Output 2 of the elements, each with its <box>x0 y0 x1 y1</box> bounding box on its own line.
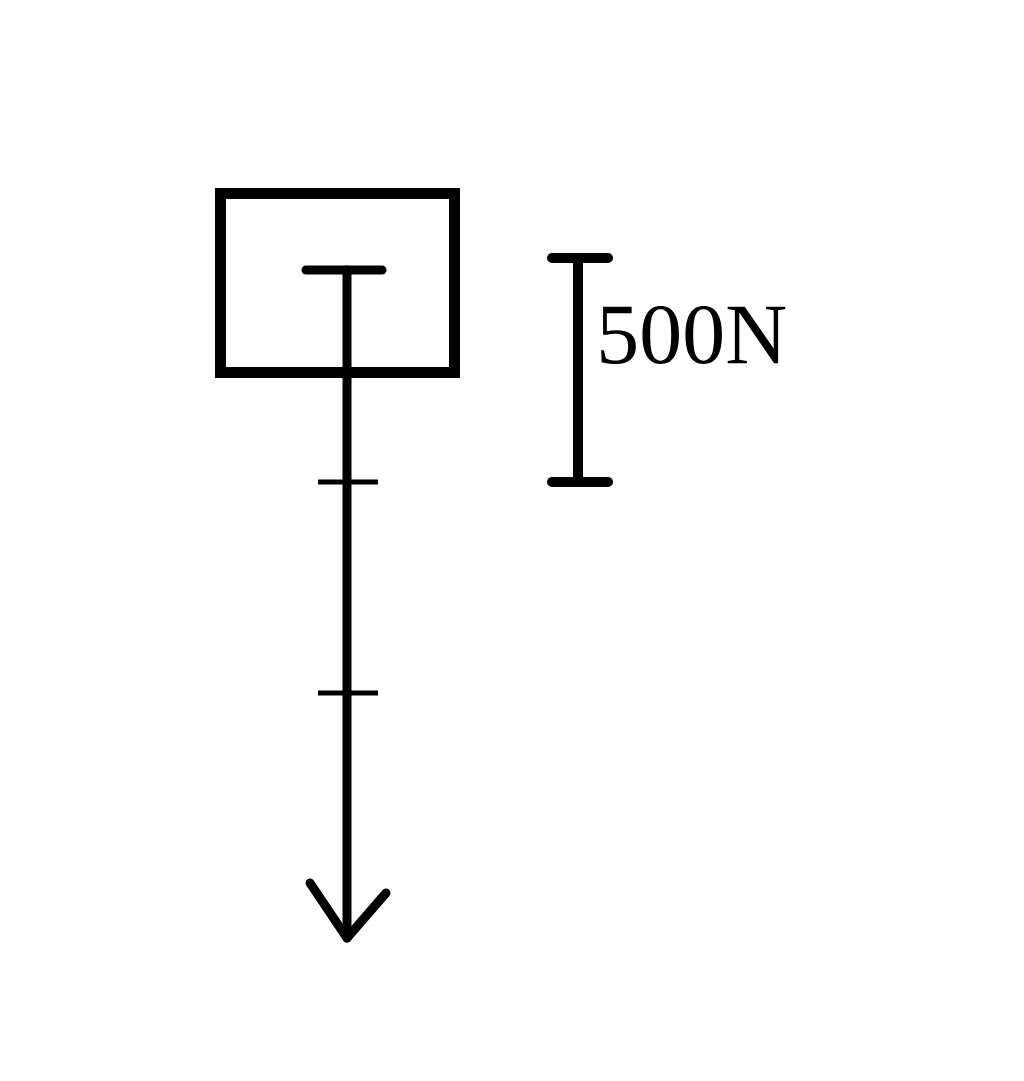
box <box>215 188 460 378</box>
scale-label: 500N <box>601 306 786 364</box>
